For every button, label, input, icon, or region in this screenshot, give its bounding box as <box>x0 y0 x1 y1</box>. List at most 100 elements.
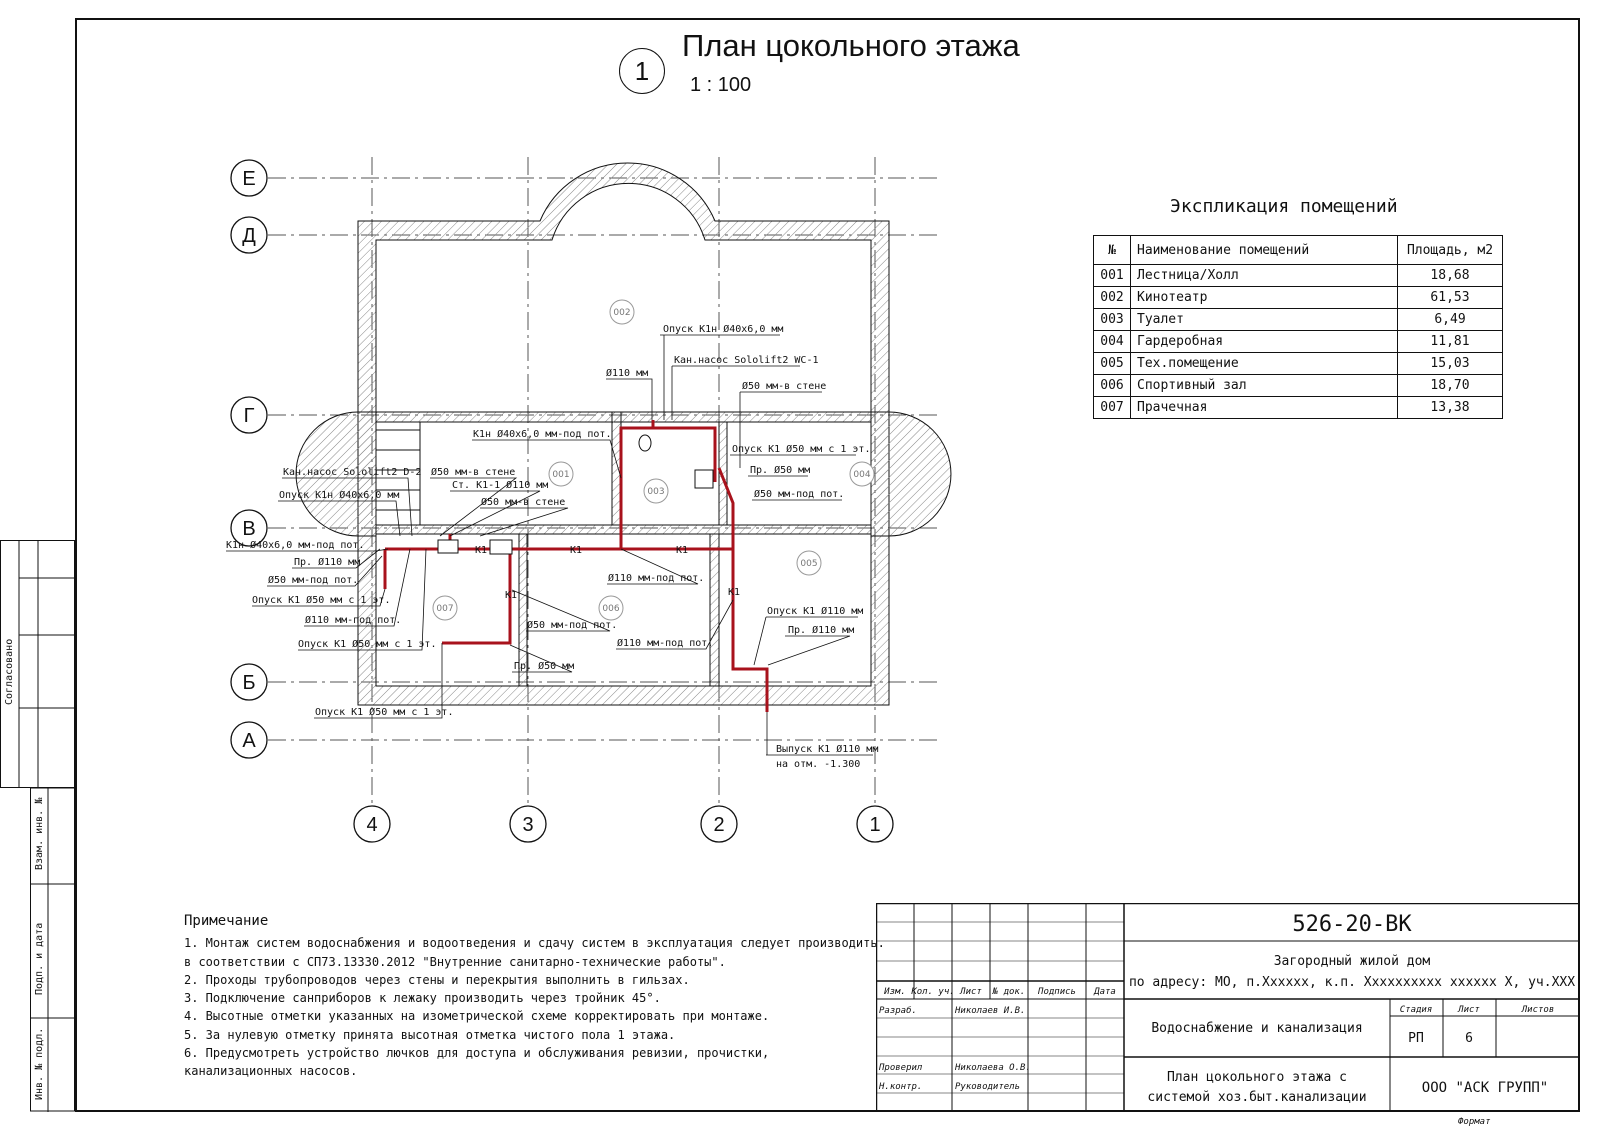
role-checker: Проверил <box>878 1063 923 1073</box>
sheet-title-line1: План цокольного этажа с <box>1167 1070 1347 1085</box>
note-line: канализационных насосов. <box>184 1064 358 1079</box>
callout-label: на отм. -1.300 <box>776 759 860 770</box>
axis-row-G: Г <box>244 405 255 427</box>
callout-label: Опуск К1 Ø50 мм с 1 эт. <box>252 594 390 606</box>
callout-label: Ø110 мм <box>606 367 648 379</box>
pipe-tag: К1 <box>676 545 688 556</box>
axis-col-4: 4 <box>366 814 377 836</box>
axis-row-D: Д <box>242 225 256 247</box>
partitions <box>375 411 872 687</box>
side-inv-replace: Взам. инв. № <box>34 797 45 870</box>
room-tag: 005 <box>800 559 817 569</box>
table-header-row: № Наименование помещений Площадь, м2 <box>1093 235 1503 265</box>
callout-label: Опуск К1н Ø40х6,0 мм <box>663 323 783 335</box>
explication-title: Экспликация помещений <box>1170 196 1398 217</box>
callout-label: Пр. Ø110 мм <box>788 624 854 636</box>
company-name: ООО "АСК ГРУПП" <box>1422 1080 1548 1096</box>
sewer-pipes <box>383 420 769 712</box>
callout-label: Пр. Ø110 мм <box>294 556 360 568</box>
room-tag: 001 <box>552 470 569 480</box>
callout-label: Опуск К1н Ø40х6,0 мм <box>279 489 399 501</box>
pipe-tag: К1 <box>570 545 582 556</box>
axis-col-2: 2 <box>713 814 724 836</box>
axis-col-1: 1 <box>869 814 880 836</box>
drawing-scale: 1 : 100 <box>690 74 752 96</box>
side-agreed: Согласовано <box>4 638 15 705</box>
callout-label: Ø50 мм-в стене <box>481 496 565 508</box>
callout-label: Опуск К1 Ø50 мм с 1 эт. <box>315 706 453 718</box>
callout-label: Ø50 мм-под пот. <box>268 574 358 586</box>
col-header-izm: Изм. <box>883 987 906 997</box>
axis-row-A: А <box>242 730 256 752</box>
callout-label: Ø50 мм-в стене <box>431 466 515 478</box>
callout-label: Опуск К1 Ø50 мм с 1 эт. <box>732 443 870 455</box>
note-line: 5. За нулевую отметку принята высотная о… <box>184 1027 676 1042</box>
callout-label: Выпуск К1 Ø110 мм <box>776 743 878 755</box>
col-header-sign: Подпись <box>1037 987 1076 997</box>
sheet-label: Лист <box>1457 1005 1480 1015</box>
callout-label: Опуск К1 Ø110 мм <box>767 605 863 617</box>
room-tag: 006 <box>602 604 619 614</box>
name-norm-control: Руководитель <box>955 1082 1020 1092</box>
col-header-doc: № док. <box>992 987 1026 997</box>
walls <box>295 162 952 706</box>
callout-label: Ø110 мм-под пот. <box>617 637 713 649</box>
role-developer: Разраб. <box>879 1005 917 1016</box>
axis-row-B: Б <box>242 672 255 694</box>
col-header: № <box>1093 235 1131 265</box>
grid-bubbles <box>230 159 894 843</box>
room-tag: 007 <box>436 604 453 614</box>
sheet-value: 6 <box>1465 1031 1473 1046</box>
col-header-list: Лист <box>959 987 982 997</box>
pipe-tag: К1 <box>505 590 517 601</box>
project-code: 526-20-ВК <box>1292 912 1412 937</box>
axis-col-3: 3 <box>522 814 533 836</box>
side-stamp: Согласовано Взам. инв. № Подп. и дата Ин… <box>0 540 75 1112</box>
drawing-frame <box>75 18 1580 1112</box>
fixtures <box>437 434 714 555</box>
object-line1: Загородный жилой дом <box>1274 954 1431 969</box>
axis-row-E: Е <box>242 168 255 190</box>
sheet-title-line2: системой хоз.быт.канализации <box>1147 1090 1366 1105</box>
col-header-kol: Кол. уч. <box>910 987 954 997</box>
callout-label: Пр. Ø50 мм <box>514 660 574 672</box>
drawing-title: План цокольного этажа <box>682 28 1020 63</box>
name-developer: Николаев И.В. <box>954 1006 1025 1016</box>
object-line2: по адресу: МО, п.Ххххxx, к.п. Хххххxxxxx… <box>1129 975 1575 990</box>
side-sign-date: Подп. и дата <box>34 922 45 995</box>
note-line: 1. Монтаж систем водоснабжения и водоотв… <box>184 936 885 951</box>
callout-label: Опуск К1 Ø50 мм с 1 эт. <box>298 638 436 650</box>
note-line: 2. Проходы трубопроводов через стены и п… <box>184 972 690 987</box>
notes-heading: Примечание <box>184 913 269 929</box>
format-label: Формат <box>1458 1117 1491 1127</box>
note-line: 4. Высотные отметки указанных на изометр… <box>184 1009 770 1024</box>
room-tag: 002 <box>613 308 630 318</box>
note-line: 6. Предусмотреть устройство лючков для д… <box>184 1046 770 1061</box>
callout-label: К1н Ø40х6,0 мм-под пот. <box>226 539 364 551</box>
title-block: 526-20-ВК Загородный жилой дом по адресу… <box>876 903 1580 1112</box>
notes-block: Примечание 1. Монтаж систем водоснабжени… <box>184 912 885 1081</box>
col-header-date: Дата <box>1093 987 1116 997</box>
stage-value: РП <box>1408 1031 1424 1046</box>
col-header: Площадь, м2 <box>1397 235 1503 265</box>
note-line: 3. Подключение санприборов к лежаку прои… <box>184 991 661 1006</box>
callout-label: Ø110 мм-под пот. <box>608 572 704 584</box>
pipe-tag: К1 <box>728 587 740 598</box>
explication-table: № Наименование помещений Площадь, м2 001… <box>1093 235 1503 419</box>
callout-label: Кан.насос Sololift2 WC-1 <box>674 355 819 366</box>
room-tag: 003 <box>647 487 664 497</box>
leader-lines <box>226 334 873 756</box>
axis-row-V: В <box>242 518 255 540</box>
note-line: в соответствии с СП73.13330.2012 "Внутре… <box>184 954 726 969</box>
callout-label: Ст. К1-1 Ø110 мм <box>452 479 548 491</box>
callout-label: Ø50 мм-в стене <box>742 380 826 392</box>
stage-label: Стадия <box>1400 1005 1433 1015</box>
